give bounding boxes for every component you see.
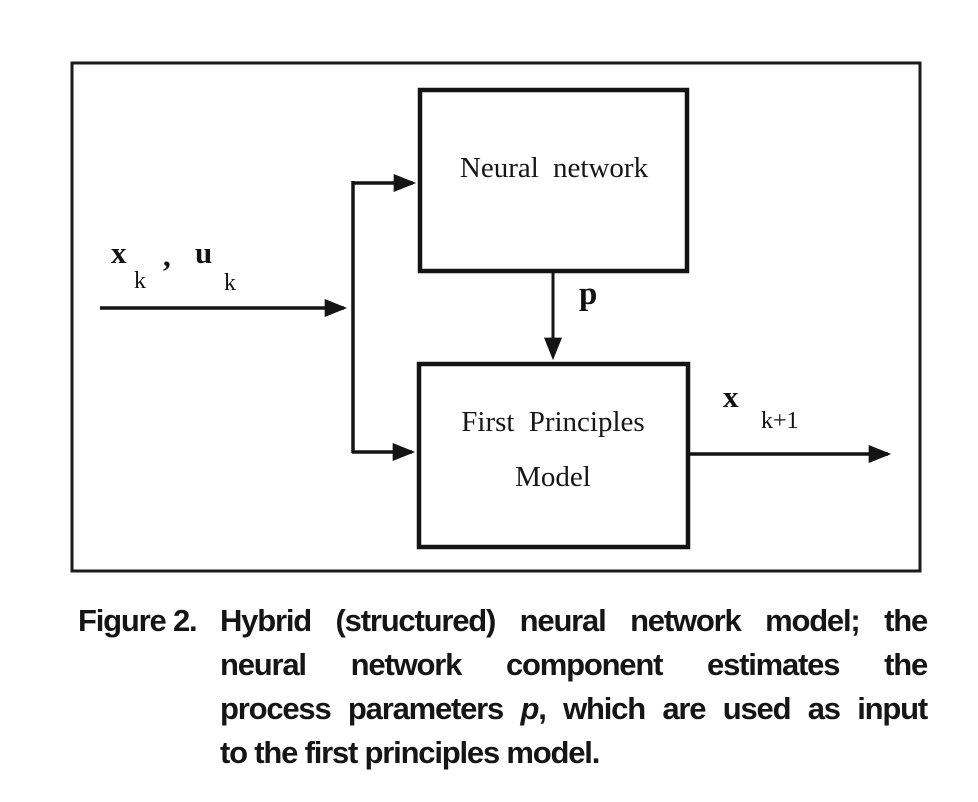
input-label-x-subscript: k [134, 268, 146, 294]
input-label-u: u [195, 235, 212, 270]
first-principles-label-line2: Model [515, 461, 591, 493]
caption-line-4: to the first principles model. [220, 735, 600, 770]
caption-line-1: Hybrid (structured) neural network model… [220, 603, 928, 638]
caption-line-3-post: , which are used as input [538, 691, 928, 726]
input-label-u-subscript: k [224, 270, 236, 296]
input-label-x: x [111, 235, 127, 270]
diagram-outer-frame [70, 61, 922, 573]
figure-caption-text: Hybrid (structured) neural network model… [220, 599, 928, 775]
output-label-x: x [723, 379, 739, 414]
caption-line-3-pre: process parameters [220, 691, 521, 726]
output-label-subscript: k+1 [761, 408, 799, 434]
first-principles-box [416, 361, 691, 550]
caption-line-3: process parameters p, which are used as … [220, 687, 928, 731]
caption-line-2: neural network component estimates the [220, 647, 928, 682]
caption-line-3-emphasis-p: p [520, 691, 540, 726]
figure-caption-number: Figure 2. [78, 603, 198, 638]
p-label: p [579, 276, 597, 312]
first-principles-label-line1: First Principles [461, 406, 644, 438]
figure-caption: Figure 2. Hybrid (structured) neural net… [78, 599, 928, 775]
neural-network-label: Neural network [460, 152, 649, 184]
input-label-comma: , [163, 238, 171, 273]
